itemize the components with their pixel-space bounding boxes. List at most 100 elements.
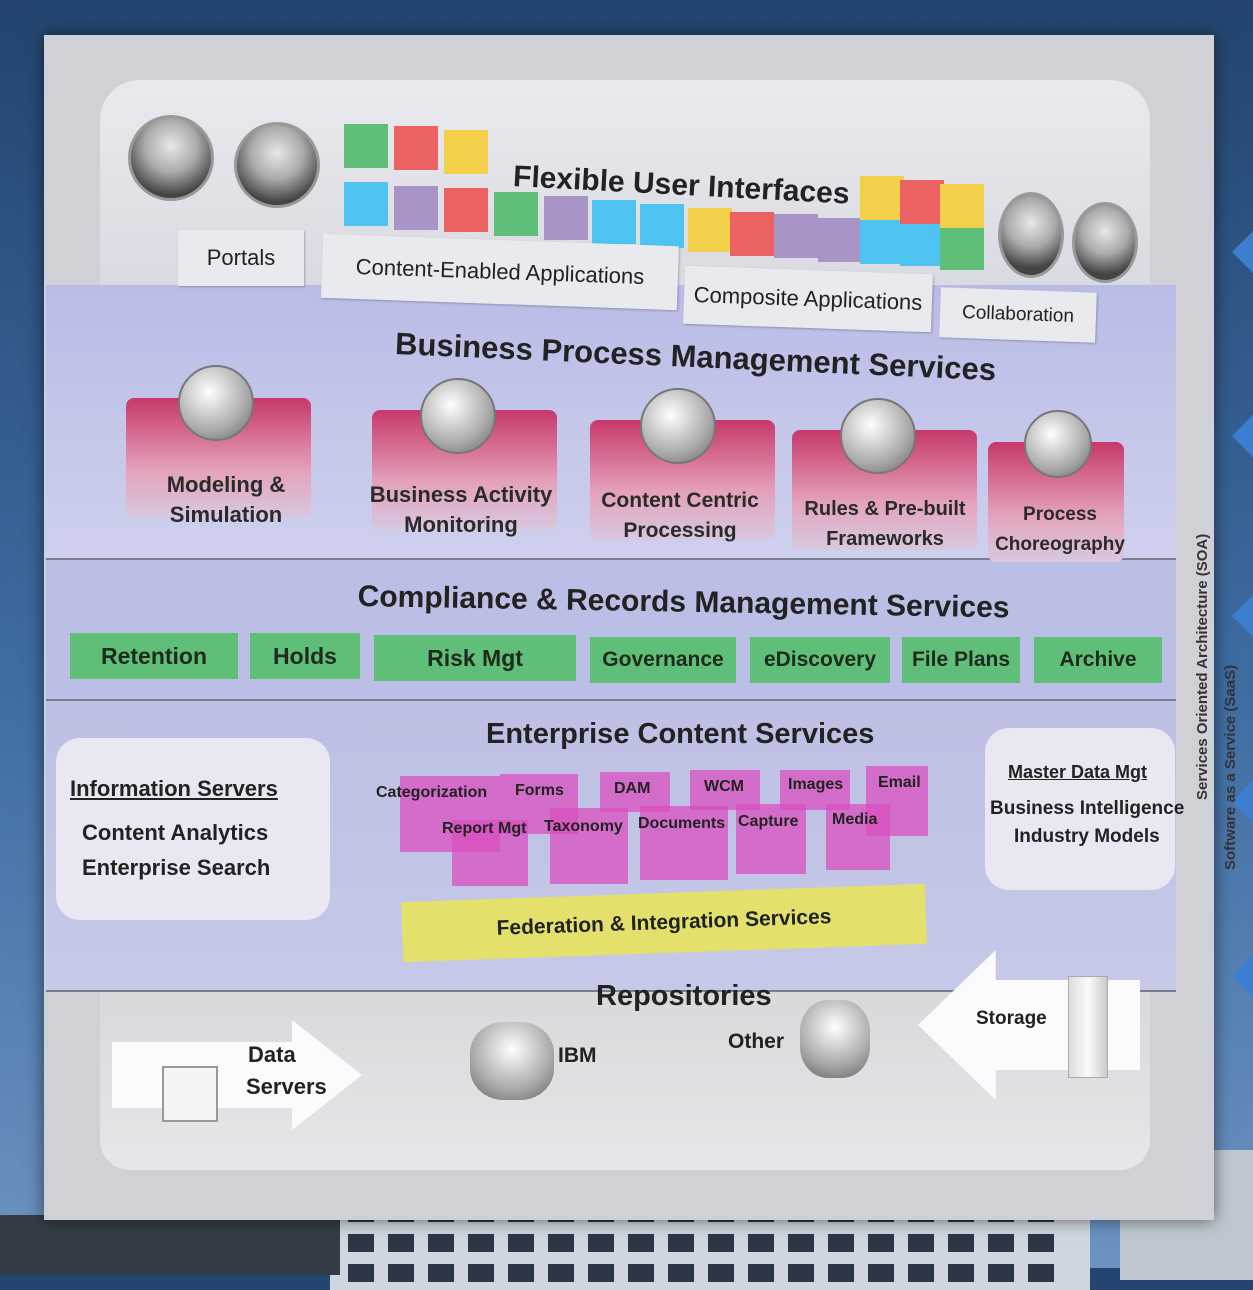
ecs-block <box>690 770 760 810</box>
building-window <box>868 1264 894 1282</box>
compliance-item-risk-mgt: Risk Mgt <box>374 635 576 681</box>
ecs-label-images: Images <box>788 776 844 793</box>
servers-label: Servers <box>246 1074 327 1099</box>
bpm-label-line: Rules & Pre-built <box>804 498 966 520</box>
bpm-label-line: Choreography <box>995 534 1125 555</box>
building-window <box>1028 1234 1054 1252</box>
building-window <box>588 1264 614 1282</box>
compliance-item-file-plans: File Plans <box>902 637 1020 683</box>
bpm-label-line: Process <box>1023 504 1097 525</box>
dashboard-icon <box>420 378 496 454</box>
ui-tile <box>818 218 862 262</box>
ecs-block <box>866 766 928 836</box>
ecs-title: Enterprise Content Services <box>486 718 875 750</box>
bpm-label-modeling: Modeling &Simulation <box>126 470 326 530</box>
building-window <box>388 1264 414 1282</box>
building-window <box>868 1234 894 1252</box>
ecs-label-media: Media <box>832 811 878 828</box>
ecs-label-taxonomy: Taxonomy <box>544 818 623 835</box>
ecs-label-wcm: WCM <box>704 778 744 795</box>
modeling-icon <box>178 365 254 441</box>
chevron-left-icon <box>1232 950 1253 1002</box>
ui-tile <box>344 182 388 226</box>
ui-tile <box>640 204 684 248</box>
building-window <box>908 1264 934 1282</box>
ui-tile <box>344 124 388 168</box>
building-window <box>948 1234 974 1252</box>
ui-tile <box>730 212 774 256</box>
chevron-left-icon <box>1232 590 1253 642</box>
user-avatar-icon <box>998 192 1064 278</box>
chevron-left-icon <box>1232 226 1253 278</box>
tab-collaboration: Collaboration <box>939 287 1097 343</box>
building-window <box>908 1234 934 1252</box>
bpm-label-line: Monitoring <box>404 512 518 537</box>
ui-tile <box>860 220 904 264</box>
content-analytics-label: Content Analytics <box>82 820 269 845</box>
user-avatar-icon <box>128 115 214 201</box>
building-window <box>708 1264 734 1282</box>
building-window <box>828 1264 854 1282</box>
industry-models-label: Industry Models <box>1014 826 1160 847</box>
building-window <box>348 1234 374 1252</box>
compliance-item-archive: Archive <box>1034 637 1162 683</box>
saas-label: Software as a Service (SaaS) <box>1222 664 1239 870</box>
user-avatar-icon <box>1072 202 1138 283</box>
building-window <box>828 1234 854 1252</box>
bpm-label-line: Modeling & <box>166 472 286 497</box>
ui-tile <box>774 214 818 258</box>
divider <box>46 699 1176 701</box>
ecs-label-dam: DAM <box>614 780 651 797</box>
building-window <box>508 1234 534 1252</box>
other-label: Other <box>728 1030 785 1053</box>
building-window <box>628 1264 654 1282</box>
ecs-label-documents: Documents <box>638 815 726 832</box>
building-window <box>388 1234 414 1252</box>
building-window <box>748 1234 774 1252</box>
building-window <box>988 1264 1014 1282</box>
building-window <box>548 1234 574 1252</box>
ecs-block <box>640 806 728 880</box>
ecs-label-categorization: Categorization <box>376 784 488 801</box>
ui-tile <box>940 184 984 228</box>
building-window <box>948 1264 974 1282</box>
ecs-block <box>600 772 670 812</box>
building-window <box>748 1264 774 1282</box>
flowchart-icon <box>1024 410 1092 478</box>
building-window <box>588 1234 614 1252</box>
ecs-label-email: Email <box>878 774 921 791</box>
master-data-heading: Master Data Mgt <box>1008 762 1148 782</box>
server-rack-icon <box>1068 976 1108 1078</box>
compliance-item-retention: Retention <box>70 633 238 679</box>
ui-tile <box>940 226 984 270</box>
building-window <box>668 1264 694 1282</box>
ecs-label-capture: Capture <box>738 813 799 830</box>
user-avatar-icon <box>234 122 320 208</box>
building-window <box>348 1264 374 1282</box>
soa-label: Services Oriented Architecture (SOA) <box>1194 533 1211 800</box>
ui-tile <box>394 186 438 230</box>
ecs-block <box>780 770 850 810</box>
data-label: Data <box>248 1042 296 1067</box>
information-servers-heading: Information Servers <box>70 776 278 801</box>
building-window <box>788 1234 814 1252</box>
tab-composite-applications: Composite Applications <box>683 265 933 333</box>
ui-tile <box>592 200 636 244</box>
ui-tile <box>860 176 904 220</box>
calendar-icon <box>840 398 916 474</box>
ecs-label-report-mgt: Report Mgt <box>442 820 527 837</box>
background-dark-corner <box>0 1215 340 1275</box>
database-documents-icon <box>640 388 716 464</box>
ui-tile <box>900 222 944 266</box>
building-window <box>468 1264 494 1282</box>
ui-tile <box>688 208 732 252</box>
ecs-block <box>452 820 528 886</box>
tab-portals: Portals <box>178 230 304 286</box>
ecs-block <box>736 804 806 874</box>
building-window <box>668 1234 694 1252</box>
master-data-card <box>985 728 1175 890</box>
ui-tile <box>444 188 488 232</box>
